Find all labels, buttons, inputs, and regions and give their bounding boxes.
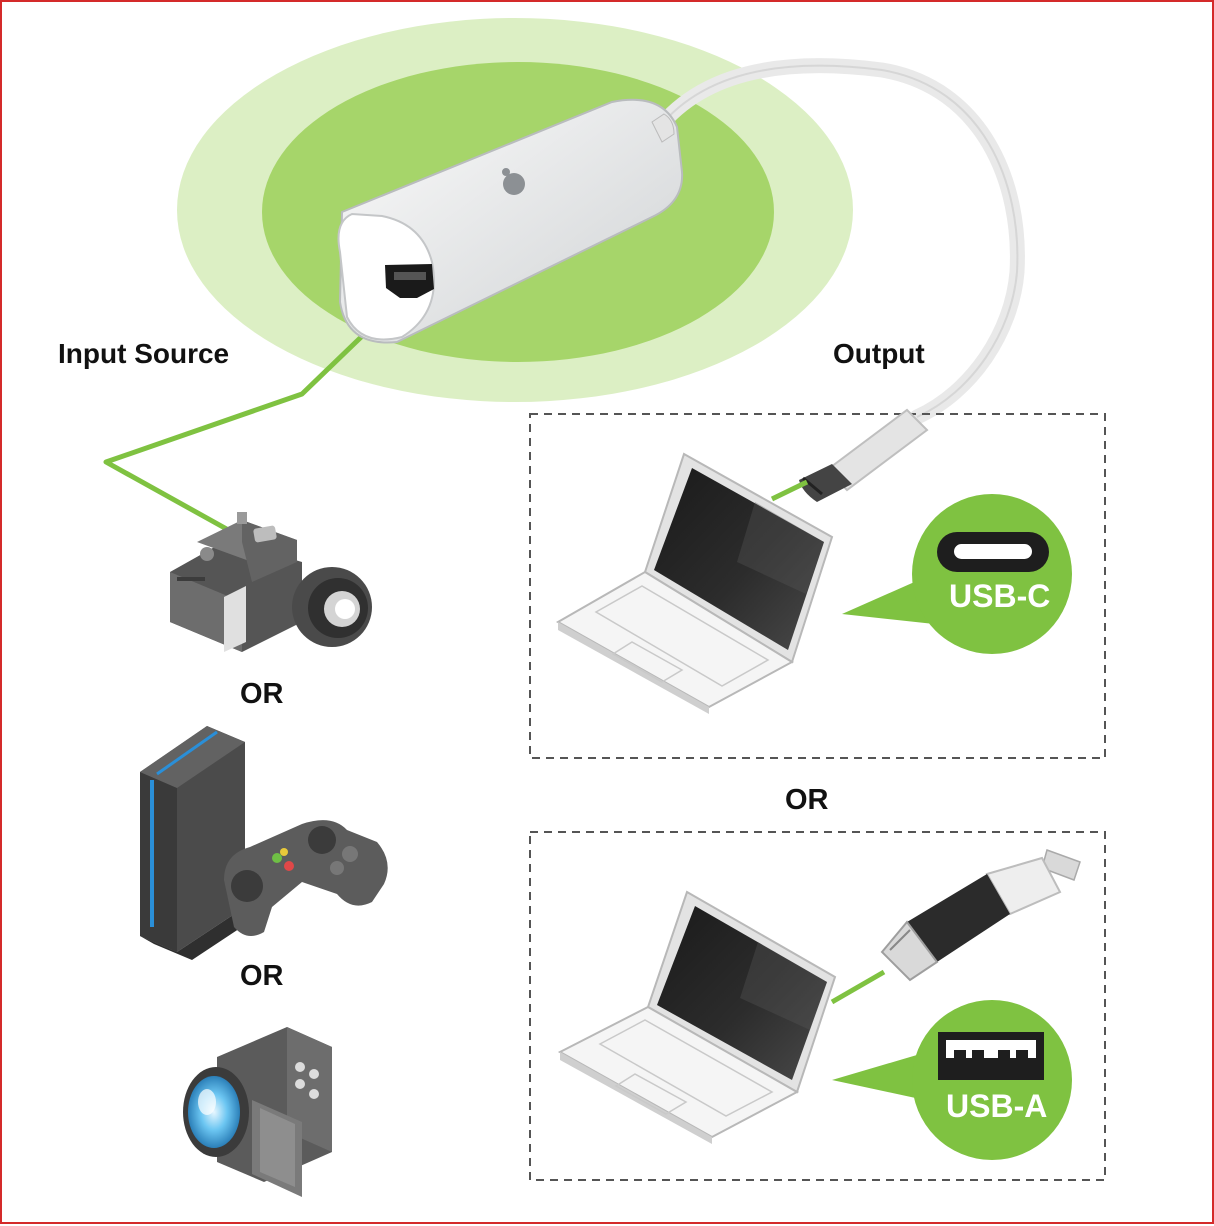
output-option-usb-a [529, 831, 1106, 1181]
hdmi-adapter [337, 98, 684, 344]
laptop-usb-c-icon [555, 452, 834, 714]
usb-c-plug [799, 408, 929, 502]
or-label-camera-console: OR [240, 678, 284, 710]
usb-c-bubble [842, 494, 1072, 654]
or-label-outputs: OR [785, 784, 829, 816]
or-label-console-camcorder: OR [240, 960, 284, 992]
laptop-usb-a-icon [557, 890, 837, 1144]
hdmi-port-icon [385, 264, 434, 298]
usb-c-label: USB-C [949, 578, 1051, 614]
camcorder-icon [183, 1027, 332, 1197]
usb-a-port-icon [938, 1032, 1044, 1080]
input-cable-line [103, 288, 412, 535]
usb-c-port-icon [937, 532, 1049, 572]
camera-icon [170, 512, 372, 652]
game-controller-icon [224, 820, 388, 936]
output-option-usb-c [529, 408, 1106, 759]
usb-a-bubble [832, 1000, 1072, 1160]
usb-a-plug [880, 849, 1081, 982]
input-source-label: Input Source [58, 338, 230, 369]
brand-logo-icon [502, 168, 525, 195]
game-console-icon [140, 726, 260, 960]
output-label: Output [833, 338, 925, 369]
usb-a-label: USB-A [946, 1088, 1048, 1124]
